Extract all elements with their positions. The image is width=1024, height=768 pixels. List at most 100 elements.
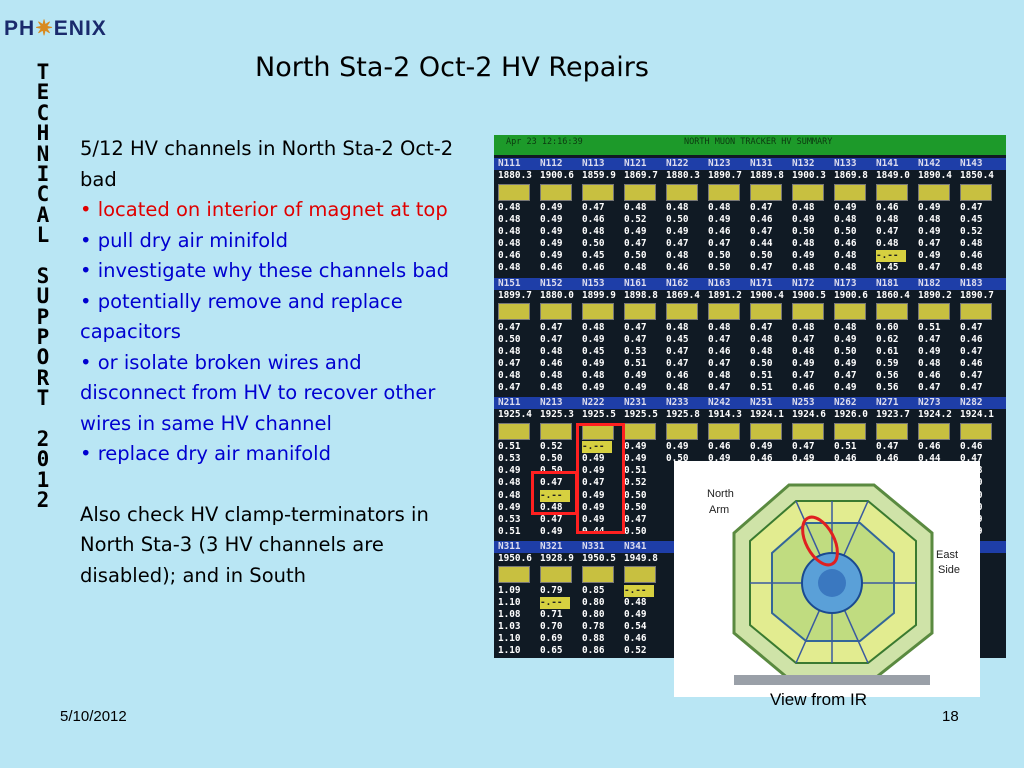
current-cell: 0.48	[498, 226, 521, 238]
sidebar-letter: R	[36, 365, 50, 390]
current-cell: 0.86	[582, 645, 605, 657]
current-cell: 0.47	[666, 345, 689, 357]
current-cell: 0.47	[708, 238, 731, 250]
current-cell: 0.49	[666, 226, 689, 238]
current-cell: 0.53	[624, 345, 647, 357]
current-cell: 0.49	[624, 453, 647, 465]
sidebar-letter: O	[36, 345, 50, 370]
current-cell: 0.61	[876, 345, 899, 357]
channel-name: N242	[708, 397, 731, 409]
current-cell: 0.48	[540, 345, 563, 357]
current-cell: 0.50	[624, 525, 647, 537]
sidebar-letter: T	[36, 386, 50, 411]
status-indicator	[750, 303, 782, 321]
channel-name: N262	[834, 397, 857, 409]
channel-voltage: 1925.5	[624, 409, 658, 421]
channel-voltage: 1880.0	[540, 289, 574, 301]
current-cell: 0.48	[876, 238, 899, 250]
current-cell: 0.46	[960, 333, 983, 345]
current-cell: 0.48	[666, 250, 689, 262]
current-cell: 0.48	[498, 214, 521, 226]
north-arm-diagram: North Arm East Side	[674, 461, 980, 697]
channel-name: N271	[876, 397, 899, 409]
current-cell: 0.47	[960, 369, 983, 381]
current-cell: 0.49	[666, 441, 689, 453]
current-cell: 0.48	[624, 202, 647, 213]
sidebar-letter: 2	[36, 427, 50, 452]
current-cell: 0.47	[918, 262, 941, 274]
current-cell: 0.47	[708, 382, 731, 394]
sidebar-letter: S	[36, 263, 50, 288]
sidebar-letter: U	[36, 284, 50, 309]
current-cell: 0.48	[498, 345, 521, 357]
current-cell: 0.47	[960, 321, 983, 333]
status-indicator	[624, 422, 656, 440]
current-cell: 0.49	[540, 525, 563, 537]
current-cell: 0.49	[582, 333, 605, 345]
bullet-item: • replace dry air manifold	[80, 442, 331, 465]
current-cell: 0.48	[834, 214, 857, 226]
current-cell: 0.50	[750, 250, 773, 262]
current-cell: 0.47	[918, 333, 941, 345]
current-cell: 0.48	[792, 202, 815, 213]
sidebar-letter: C	[36, 182, 50, 207]
channel-name: N253	[792, 397, 815, 409]
current-cell: 0.45	[960, 214, 983, 226]
current-cell: 0.47	[792, 369, 815, 381]
channel-name: N233	[666, 397, 689, 409]
current-cell: 0.52	[624, 477, 647, 489]
bad-channel-cell: -.--	[582, 441, 612, 454]
current-cell: 0.50	[750, 357, 773, 369]
bad-channel-cell: -.--	[540, 489, 570, 502]
current-cell: 0.49	[708, 453, 731, 465]
channel-name: N131	[750, 158, 773, 169]
current-cell: 0.50	[582, 238, 605, 250]
current-cell: 0.49	[624, 609, 647, 621]
current-cell: 0.47	[918, 382, 941, 394]
current-cell: 0.48	[498, 489, 521, 501]
current-cell: 0.45	[666, 333, 689, 345]
status-indicator	[540, 566, 572, 584]
channel-voltage: 1925.4	[498, 409, 532, 421]
current-cell: 0.49	[792, 453, 815, 465]
current-cell: 0.49	[582, 501, 605, 513]
slide-title: North Sta-2 Oct-2 HV Repairs	[255, 52, 649, 83]
current-cell: 0.48	[498, 369, 521, 381]
current-cell: 0.46	[834, 238, 857, 250]
hv-current-row: 1.040.650.890.52	[494, 657, 1006, 658]
current-cell: 0.50	[540, 453, 563, 465]
current-cell: 0.56	[876, 369, 899, 381]
current-cell: 0.46	[918, 369, 941, 381]
current-cell: 0.47	[666, 238, 689, 250]
current-cell: 1.03	[498, 621, 521, 633]
channel-voltage: 1926.0	[834, 409, 868, 421]
current-cell: 0.51	[624, 465, 647, 477]
status-indicator	[960, 183, 992, 201]
current-cell: 0.49	[792, 250, 815, 262]
channel-voltage: 1889.8	[750, 170, 784, 181]
channel-voltage: 1899.7	[498, 289, 532, 301]
current-cell: 0.49	[834, 333, 857, 345]
channel-name: N341	[624, 540, 647, 552]
current-cell: 0.65	[540, 645, 563, 657]
channel-name: N153	[582, 277, 605, 289]
status-indicator	[666, 422, 698, 440]
current-cell: 0.78	[582, 621, 605, 633]
current-cell: 0.47	[960, 345, 983, 357]
current-cell: 0.48	[540, 382, 563, 394]
channel-voltage: 1890.2	[918, 289, 952, 301]
current-cell: 0.46	[960, 250, 983, 262]
channel-name: N121	[624, 158, 647, 169]
current-cell: 0.49	[624, 226, 647, 238]
current-cell: 0.46	[624, 633, 647, 645]
current-cell: 0.50	[708, 250, 731, 262]
sidebar-letter: 1	[36, 467, 50, 492]
current-cell: 0.50	[792, 226, 815, 238]
current-cell: 0.49	[540, 250, 563, 262]
